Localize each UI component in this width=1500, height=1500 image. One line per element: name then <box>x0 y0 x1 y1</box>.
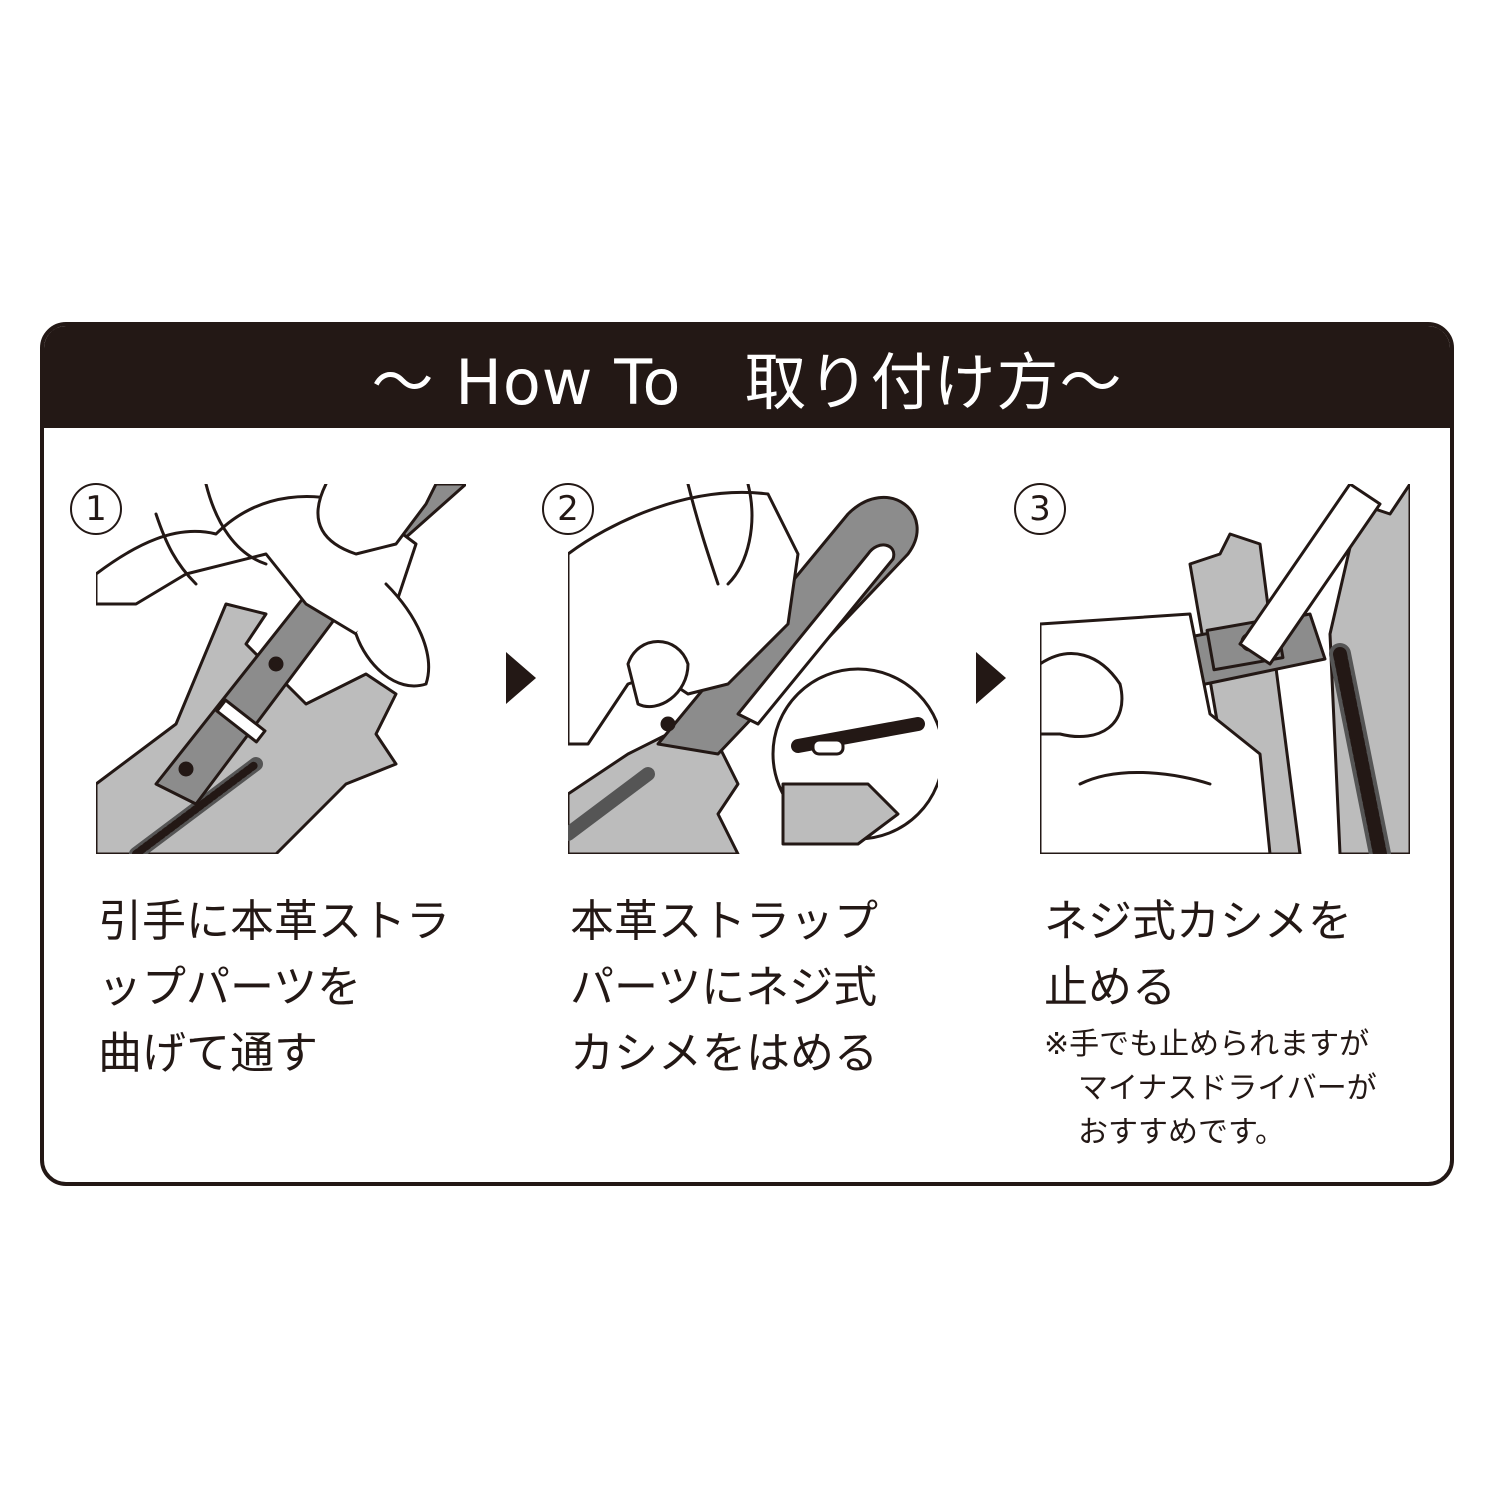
step-2-line-1: 本革ストラップ <box>570 896 878 947</box>
step-1-line-2: ップパーツを <box>98 962 362 1013</box>
step-3-note-3: おすすめです。 <box>1078 1115 1285 1150</box>
step-3-number: 3 <box>1014 483 1066 535</box>
how-to-card: ～ How To 取り付け方～ <box>40 322 1454 1186</box>
step-1-line-1: 引手に本革ストラ <box>98 896 450 947</box>
triangle-right-icon <box>506 652 536 704</box>
step-3-note-2: マイナスドライバーが <box>1078 1071 1377 1106</box>
step-3-note-1: ※手でも止められますが <box>1044 1027 1370 1062</box>
step-1-illustration <box>96 484 466 854</box>
step-2-illustration <box>568 484 938 854</box>
step-2-number: 2 <box>542 483 594 535</box>
step-1-line-3: 曲げて通す <box>98 1028 318 1079</box>
triangle-right-icon <box>976 652 1006 704</box>
step-3-line-1: ネジ式カシメを <box>1044 896 1352 947</box>
header-bar: ～ How To 取り付け方～ <box>44 326 1450 428</box>
page-title: ～ How To 取り付け方～ <box>371 346 1123 419</box>
step-2-line-2: パーツにネジ式 <box>570 962 878 1013</box>
step-3-illustration <box>1040 484 1410 854</box>
step-1-number: 1 <box>70 483 122 535</box>
step-3-line-2: 止める <box>1044 962 1176 1013</box>
step-2-line-3: カシメをはめる <box>570 1028 878 1079</box>
